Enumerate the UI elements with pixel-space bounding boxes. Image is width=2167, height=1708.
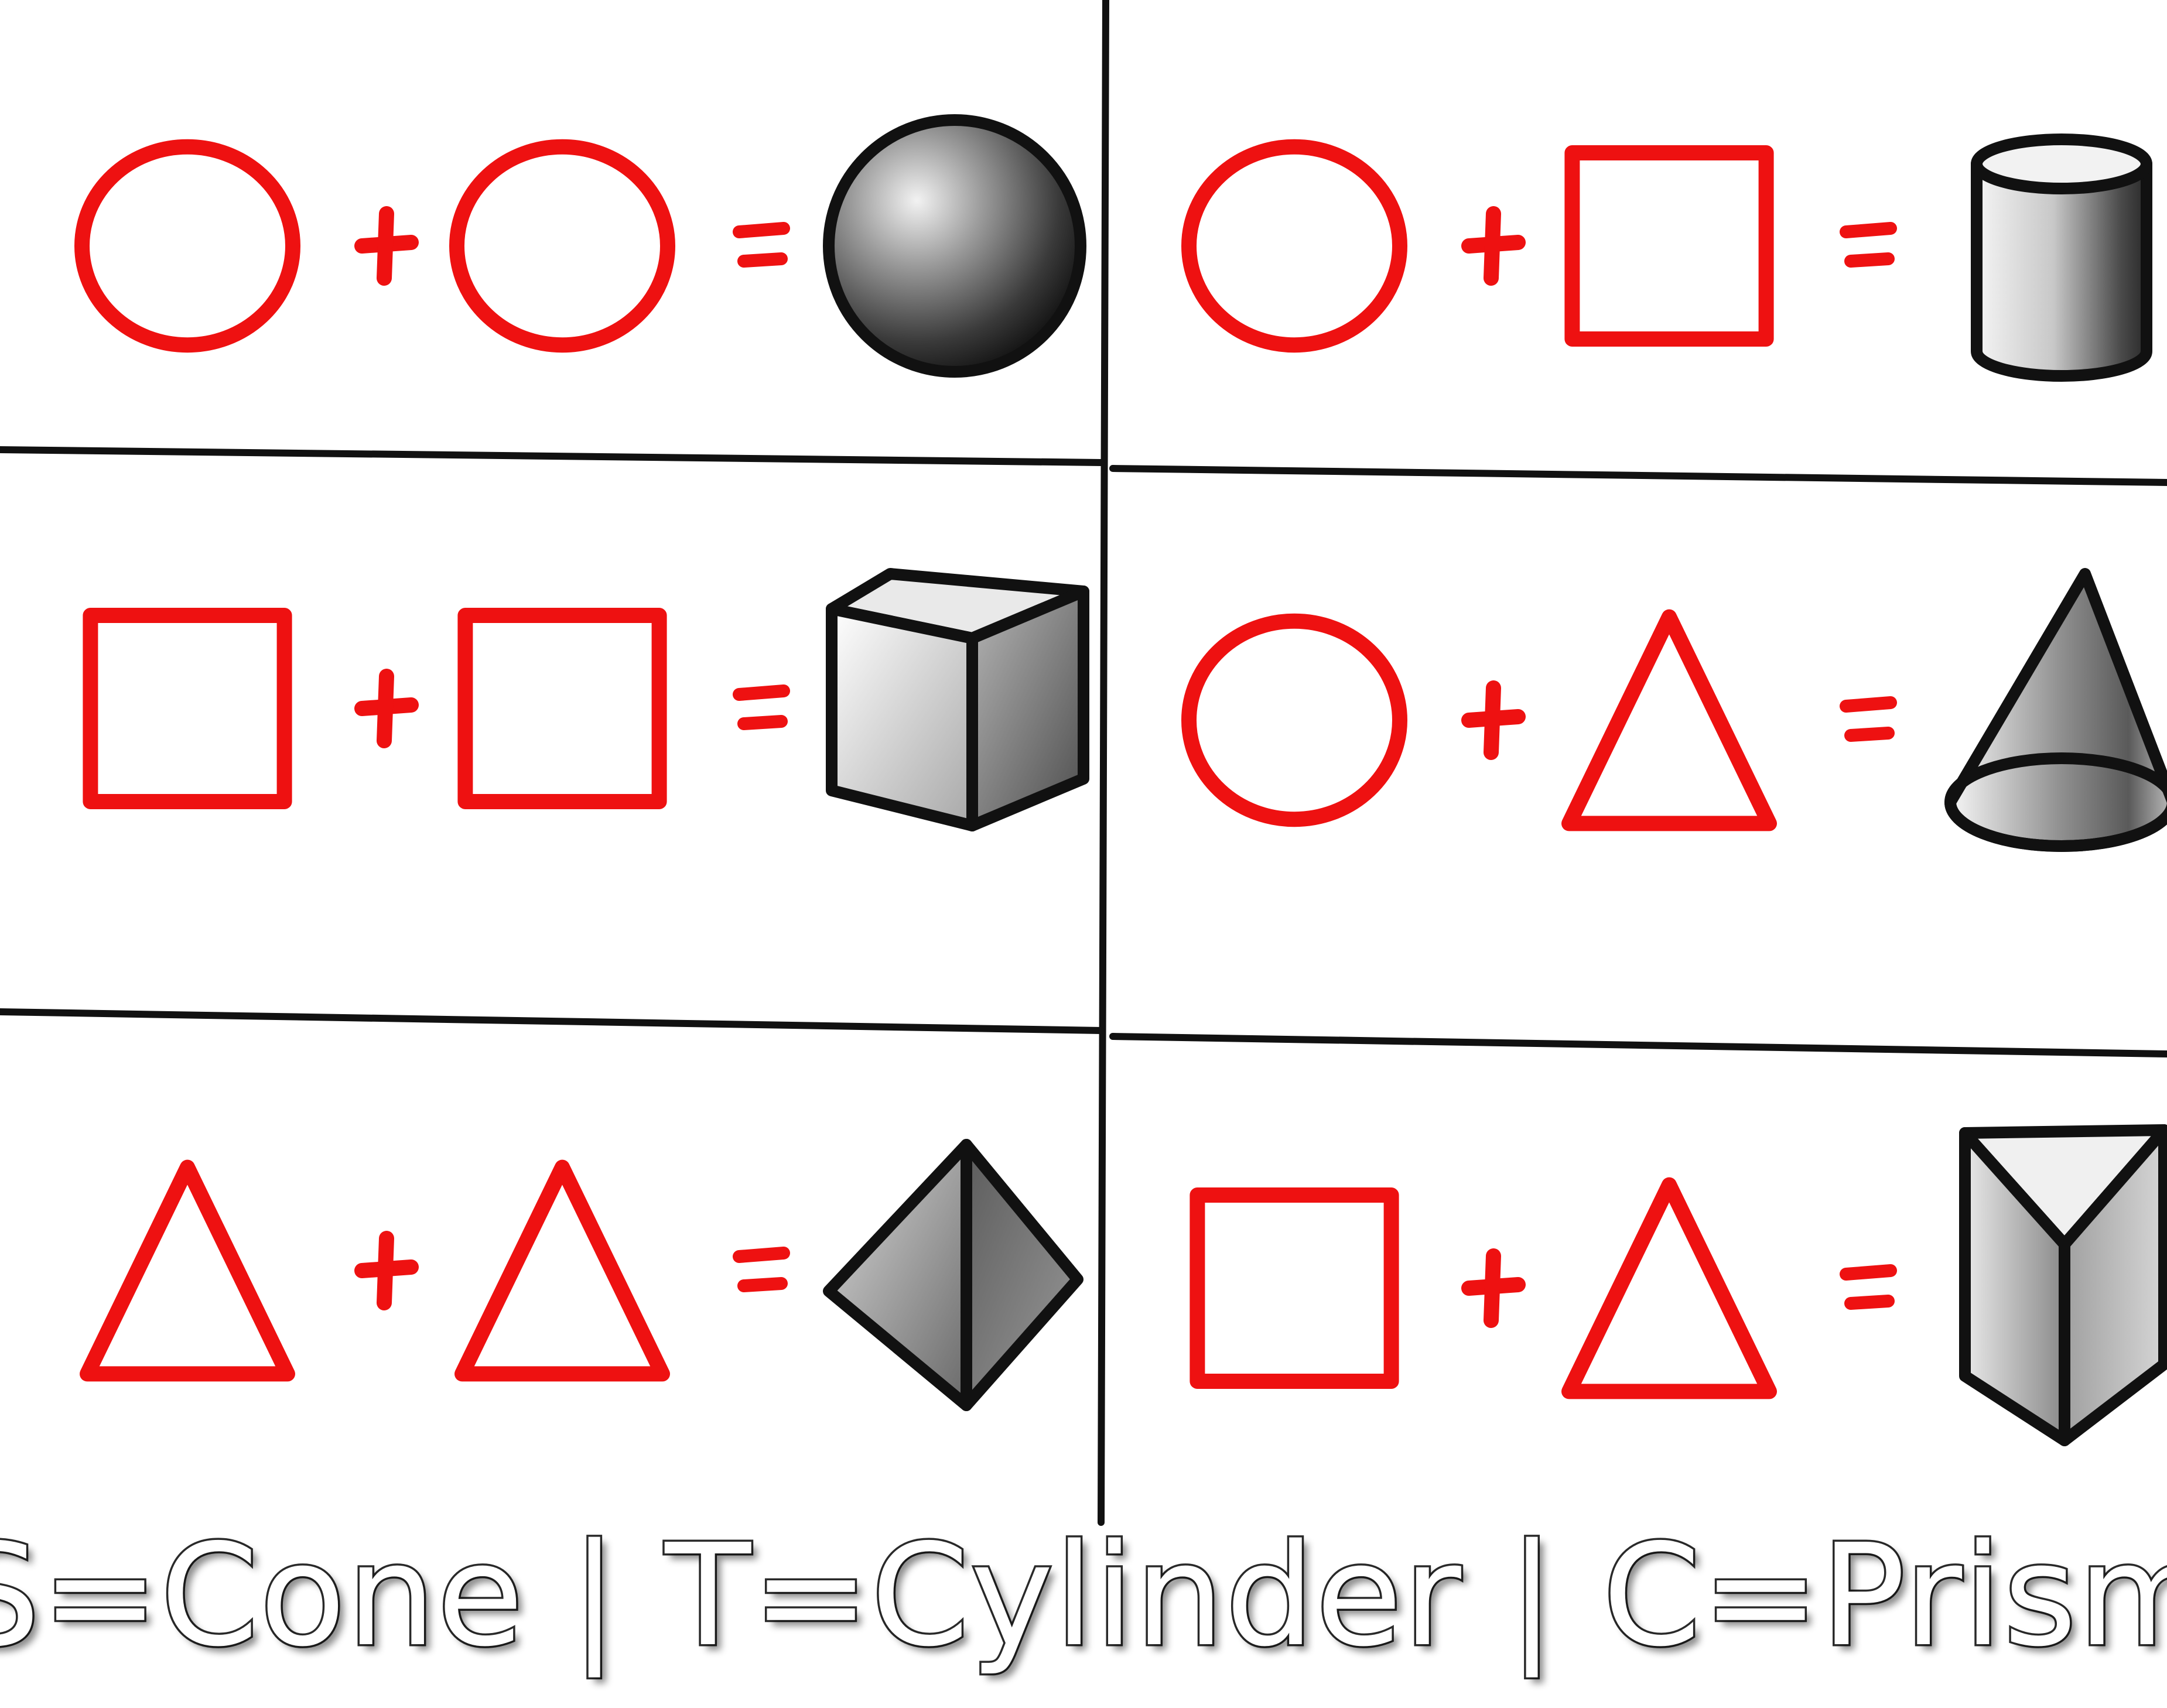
- panel-circle-plus-triangle-equals-cone: [1181, 568, 2167, 852]
- flat-circle-left: [1181, 613, 1407, 827]
- panel-square-plus-square-equals-cube: [83, 568, 1089, 831]
- plus-sign: [1461, 206, 1526, 286]
- solid-sphere: [823, 114, 1086, 378]
- panel-square-plus-triangle-equals-prism: [1190, 1124, 2167, 1446]
- equals-sign: [733, 1247, 790, 1292]
- divider-row2-right: [1109, 1033, 2167, 1057]
- panel-circle-plus-square-equals-cylinder: [1181, 134, 2152, 382]
- panel-grid-lines: [0, 0, 2167, 1526]
- divider-row2-left: [0, 1008, 1105, 1034]
- solid-cone: [1944, 568, 2167, 852]
- flat-triangle-left: [80, 1159, 295, 1382]
- solid-prism: [1959, 1124, 2167, 1446]
- equals-sign: [1840, 696, 1897, 742]
- plus-sign: [354, 1231, 419, 1310]
- equals-sign: [733, 684, 790, 730]
- flat-triangle-right: [1561, 609, 1777, 831]
- plus-sign: [1461, 1248, 1526, 1328]
- flat-square-left: [83, 608, 292, 809]
- plus-sign: [354, 669, 419, 748]
- panel-triangle-plus-triangle-equals-pyramid: [80, 1139, 1084, 1411]
- panel-circle-plus-circle-equals-sphere: [74, 114, 1086, 378]
- solid-cube: [826, 568, 1089, 831]
- divider-row1-left: [0, 446, 1105, 466]
- flat-square-left: [1190, 1187, 1399, 1389]
- caption: S=Cone | T=Cylinder | C=Prism: [0, 1512, 2167, 1680]
- flat-circle-left: [74, 139, 300, 353]
- flat-triangle-right: [454, 1159, 670, 1382]
- plus-sign: [354, 206, 419, 286]
- divider-vertical: [1098, 0, 1109, 1526]
- flat-square-right: [1564, 145, 1774, 347]
- equals-sign: [733, 222, 790, 268]
- equals-sign: [1840, 222, 1897, 268]
- divider-row1-right: [1109, 465, 2167, 486]
- flat-circle-left: [1181, 139, 1407, 353]
- flat-triangle-right: [1561, 1177, 1777, 1399]
- panels: [74, 114, 2167, 1446]
- flat-circle-right: [449, 139, 675, 353]
- solid-cylinder: [1971, 134, 2152, 382]
- solid-pyramid: [823, 1139, 1084, 1411]
- equals-sign: [1840, 1264, 1897, 1310]
- plus-sign: [1461, 680, 1526, 760]
- flat-square-right: [457, 608, 667, 809]
